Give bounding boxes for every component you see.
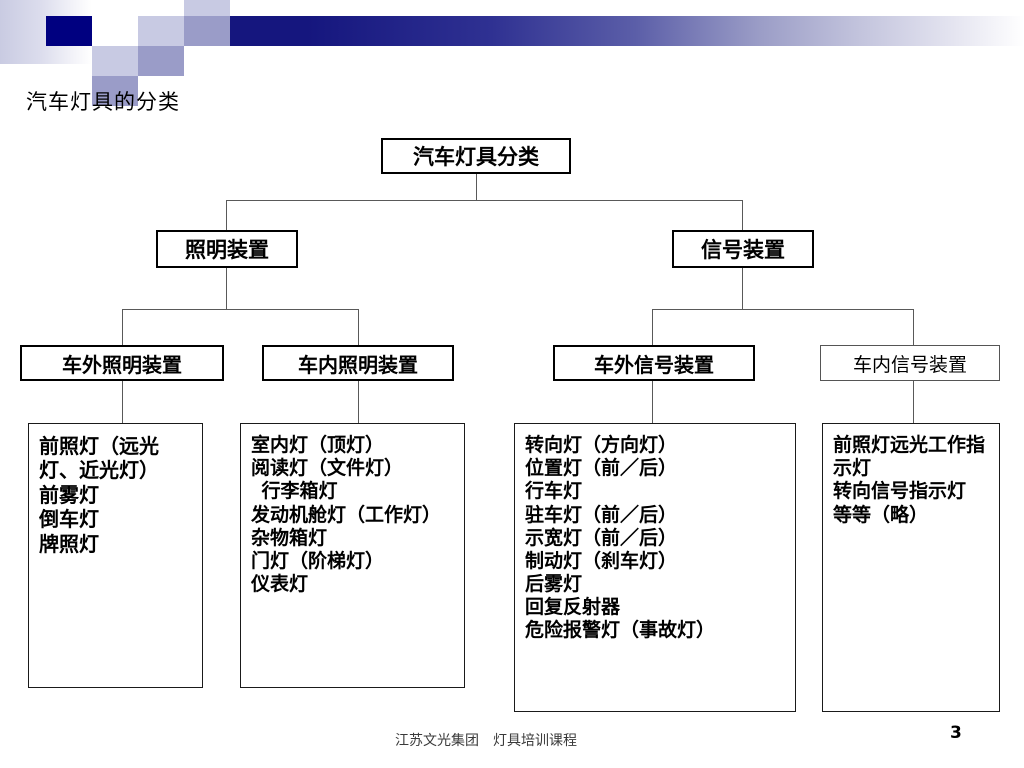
- leafbox-exterior-lighting: 前照灯（远光灯、近光灯） 前雾灯 倒车灯 牌照灯: [28, 423, 203, 688]
- list-item: 等等（略）: [833, 503, 929, 526]
- leafbox-interior-signal: 前照灯远光工作指示灯 转向信号指示灯 等等（略）: [822, 423, 1000, 712]
- list-item: 转向灯（方向灯）: [525, 434, 678, 456]
- header-square-mid-1: [184, 16, 230, 46]
- list-item: 行李箱灯: [261, 480, 338, 503]
- connector-level2-left-drop: [226, 200, 227, 230]
- list-item: 转向信号指示灯: [833, 480, 967, 503]
- list-item: 前照灯（远光灯、近光灯）: [39, 434, 159, 483]
- connector-level3-drop-3: [652, 309, 653, 345]
- connector-level3-right-bar: [652, 309, 914, 310]
- list-item: 室内灯（顶灯）: [251, 434, 385, 456]
- node-exterior-lighting: 车外照明装置: [20, 345, 224, 381]
- list-item: 倒车灯: [39, 507, 99, 532]
- header-square-dark-1: [46, 16, 92, 46]
- page-number: 3: [950, 723, 962, 743]
- node-interior-signal: 车内信号装置: [820, 345, 1000, 381]
- connector-level3-drop-2: [358, 309, 359, 345]
- connector-level3-drop-1: [122, 309, 123, 345]
- connector-root-stem: [476, 174, 477, 200]
- footer-text: 江苏文光集团 灯具培训课程: [395, 733, 577, 749]
- list-item: 杂物箱灯: [251, 526, 328, 549]
- header-square-light-3: [92, 46, 138, 76]
- list-item: 牌照灯: [39, 531, 99, 556]
- connector-lighting-stem: [226, 268, 227, 309]
- list-item: 前雾灯: [39, 482, 99, 507]
- connector-leaf-stem-2: [358, 381, 359, 423]
- header-decoration: [0, 0, 1024, 116]
- node-root: 汽车灯具分类: [381, 138, 571, 174]
- list-item: 阅读灯（文件灯）: [251, 457, 404, 480]
- header-square-light-2: [138, 16, 184, 46]
- list-item: 回复反射器: [525, 596, 621, 619]
- connector-leaf-stem-4: [913, 381, 914, 423]
- list-item: 仪表灯: [251, 573, 309, 596]
- header-square-white-2: [92, 16, 138, 46]
- list-item: 驻车灯（前／后）: [525, 503, 678, 526]
- node-signal-devices: 信号装置: [672, 230, 814, 268]
- connector-level2-right-drop: [742, 200, 743, 230]
- node-lighting-devices: 照明装置: [156, 230, 298, 268]
- list-item: 制动灯（刹车灯）: [525, 549, 678, 572]
- connector-leaf-stem-1: [122, 381, 123, 423]
- node-interior-lighting: 车内照明装置: [262, 345, 454, 381]
- list-item: 行车灯: [525, 480, 583, 503]
- list-item: 前照灯远光工作指示灯: [833, 434, 986, 480]
- list-item: 后雾灯: [525, 573, 583, 596]
- node-exterior-signal: 车外信号装置: [553, 345, 755, 381]
- header-square-white-3: [138, 76, 1024, 116]
- leafbox-exterior-signal: 转向灯（方向灯） 位置灯（前／后） 行车灯 驻车灯（前／后） 示宽灯（前／后） …: [514, 423, 796, 712]
- connector-level3-drop-4: [913, 309, 914, 345]
- page-title: 汽车灯具的分类: [26, 90, 180, 114]
- header-square-mid-3: [92, 76, 138, 106]
- list-item: 位置灯（前／后）: [525, 457, 678, 480]
- list-item: 示宽灯（前／后）: [525, 526, 678, 549]
- connector-level3-left-bar: [122, 309, 359, 310]
- connector-level2-bar: [226, 200, 743, 201]
- connector-signal-stem: [742, 268, 743, 309]
- list-item: 发动机舱灯（工作灯）: [251, 503, 442, 526]
- header-square-mid-2: [138, 46, 184, 76]
- connector-leaf-stem-3: [652, 381, 653, 423]
- header-square-white-4: [230, 0, 1024, 16]
- list-item: 危险报警灯（事故灯）: [525, 619, 716, 642]
- leafbox-interior-lighting: 室内灯（顶灯） 阅读灯（文件灯） 行李箱灯 发动机舱灯（工作灯） 杂物箱灯 门灯…: [240, 423, 465, 688]
- list-item: 门灯（阶梯灯）: [251, 549, 385, 572]
